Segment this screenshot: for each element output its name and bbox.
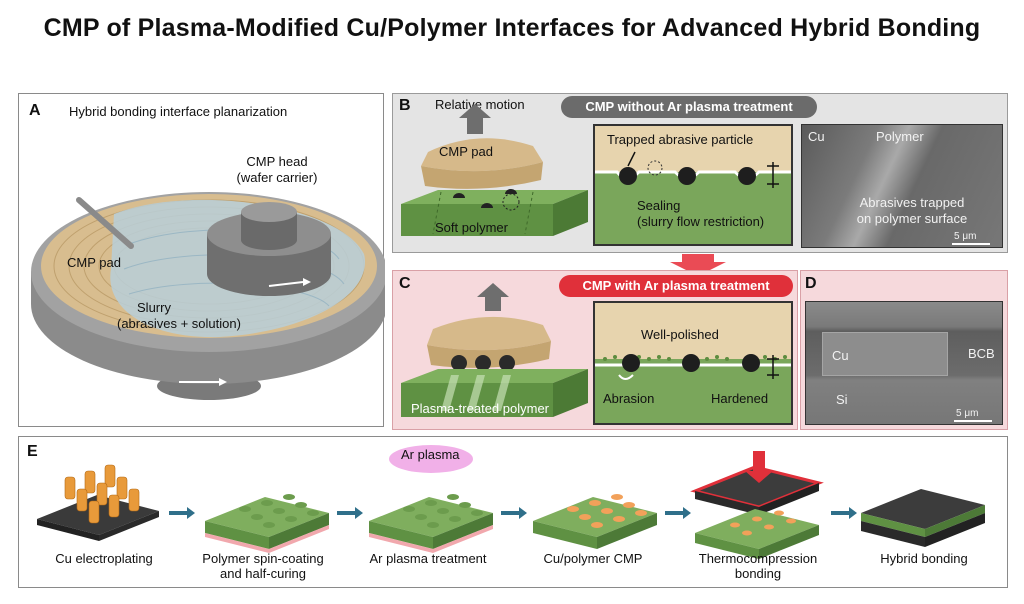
step-6-label: Hybrid bonding: [880, 551, 968, 566]
relative-motion-label: Relative motion: [435, 97, 525, 112]
step-cmp: [533, 494, 657, 549]
slurry-label-2: (abrasives + solution): [117, 316, 241, 331]
step-2-label-2: and half-curing: [220, 566, 306, 581]
panel-a-label: A: [29, 102, 41, 119]
sealing-label-2: (slurry flow restriction): [637, 214, 765, 229]
step-thermocompression: [690, 451, 824, 559]
cmp-head-label-1: CMP head: [246, 154, 308, 169]
sem-image-b: Cu Polymer Abrasives trapped on polymer …: [801, 124, 1003, 248]
soft-polymer-label: Soft polymer: [435, 220, 508, 235]
step-ar-plasma: [369, 445, 493, 553]
panel-e: E: [18, 436, 1008, 588]
panel-a: A Hybrid bonding interface planarization: [18, 93, 385, 427]
step-cu-electroplating: [37, 464, 159, 541]
abrasion-label: Abrasion: [603, 391, 655, 406]
slurry-nozzle: [76, 197, 134, 249]
plasma-polymer-label: Plasma-treated polymer: [411, 401, 549, 416]
trapped-particle-label: Trapped abrasive particle: [607, 132, 754, 147]
flow-arrow-4: [665, 507, 691, 519]
flow-arrow-2: [337, 507, 363, 519]
ar-plasma-label: Ar plasma: [401, 447, 460, 462]
polished-zoom-box: Well-polished Abrasion Hardened: [593, 301, 793, 425]
sem-d-si-label: Si: [836, 392, 848, 407]
cmp-pad-label: CMP pad: [67, 255, 121, 270]
step-polymer-spin: [205, 494, 329, 553]
sem-b-scale: 5 μm: [954, 231, 977, 242]
step-5-label-2: bonding: [734, 566, 782, 581]
step-3-label: Ar plasma treatment: [369, 551, 487, 566]
step-hybrid-bonding: [861, 489, 985, 547]
flow-arrow-1: [169, 507, 195, 519]
polished-particles: [595, 354, 791, 380]
sem-polymer-label: Polymer: [876, 129, 924, 144]
cmp-platen-illustration: [31, 192, 385, 400]
cmp-pad-b-label: CMP pad: [439, 144, 493, 159]
trapped-particles: [595, 151, 791, 188]
sealing-label-1: Sealing: [637, 198, 681, 213]
sem-d-scale: 5 μm: [956, 408, 979, 419]
flow-arrow-5: [831, 507, 857, 519]
well-polished-label: Well-polished: [641, 327, 719, 342]
panel-c-label: C: [399, 275, 411, 292]
slurry-label-1: Slurry: [137, 300, 171, 315]
panel-b-label: B: [399, 97, 411, 114]
step-5-label-1: Thermocompression: [698, 551, 818, 566]
sealing-zoom-box: Trapped abrasive particle Sealing (slurr…: [593, 124, 793, 246]
panel-b: B Relative motion CMP without Ar plasma …: [392, 93, 1008, 253]
cmp-soft-polymer-illustration: [401, 104, 588, 236]
sem-d-bcb-label: BCB: [968, 346, 995, 361]
process-flow-illustration: [37, 445, 985, 559]
page-title: CMP of Plasma-Modified Cu/Polymer Interf…: [43, 14, 981, 42]
panel-c: C CMP with Ar plasma treatment Plasma-tr…: [392, 270, 798, 430]
sem-image-d: Cu BCB Si 5 μm: [805, 301, 1003, 425]
cu-pad-region: [822, 332, 948, 376]
sem-cu-label: Cu: [808, 129, 825, 144]
panel-a-heading: Hybrid bonding interface planarization: [69, 104, 288, 119]
cmp-plasma-polymer-illustration: [401, 283, 588, 417]
panel-d: D Cu BCB Si 5 μm: [800, 270, 1008, 430]
banner-without-plasma: CMP without Ar plasma treatment: [561, 96, 817, 118]
step-4-label: Cu/polymer CMP: [543, 551, 643, 566]
cmp-head-label-2: (wafer carrier): [236, 170, 318, 185]
head-rotation-arrow: [268, 281, 304, 287]
flow-arrow-3: [501, 507, 527, 519]
sem-note-2: on polymer surface: [856, 211, 968, 226]
panel-d-label: D: [805, 275, 817, 292]
transition-arrow: [670, 254, 726, 276]
panel-e-label: E: [27, 443, 38, 460]
sem-d-cu-label: Cu: [832, 348, 849, 363]
hardened-label: Hardened: [711, 391, 769, 406]
step-1-label: Cu electroplating: [55, 551, 153, 566]
step-2-label-1: Polymer spin-coating: [202, 551, 324, 566]
sem-d-scalebar: [954, 420, 992, 422]
sem-note-1: Abrasives trapped: [859, 195, 965, 210]
sem-b-scalebar: [952, 243, 990, 245]
banner-with-plasma: CMP with Ar plasma treatment: [559, 275, 793, 297]
carrier-upper: [241, 202, 297, 222]
